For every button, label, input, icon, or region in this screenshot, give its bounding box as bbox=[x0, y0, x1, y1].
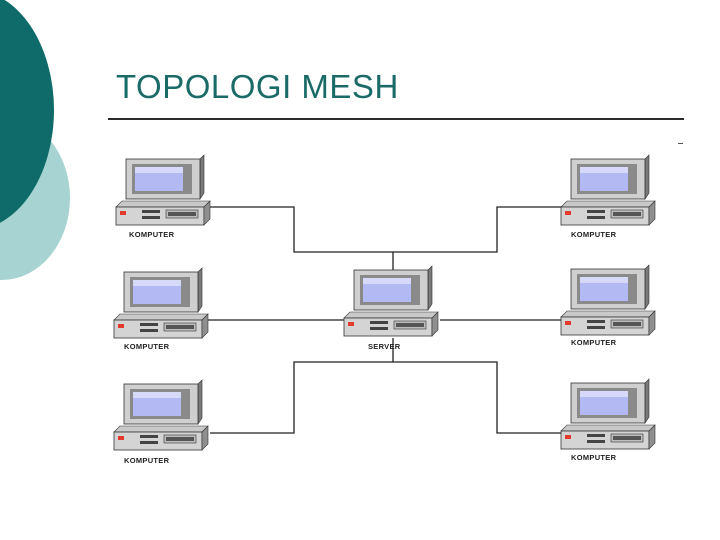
link-top-left bbox=[207, 206, 394, 270]
computer-node-top-right bbox=[560, 154, 656, 226]
link-bottom-right bbox=[393, 361, 563, 434]
computer-node-mid-left bbox=[113, 267, 209, 339]
computer-node-bottom-left bbox=[113, 379, 209, 451]
title-divider bbox=[108, 118, 684, 120]
network-links bbox=[207, 206, 563, 434]
label-bottom-left: KOMPUTER bbox=[124, 456, 170, 465]
link-bottom-left bbox=[210, 338, 394, 434]
computer-node-bottom-right bbox=[560, 378, 656, 450]
computer-node-mid-right bbox=[560, 264, 656, 336]
label-mid-left: KOMPUTER bbox=[124, 342, 170, 351]
computer-node-top-left bbox=[115, 154, 211, 226]
server-node bbox=[343, 265, 439, 337]
label-mid-right: KOMPUTER bbox=[571, 338, 617, 347]
label-server: SERVER bbox=[368, 342, 401, 351]
small-mark bbox=[678, 143, 683, 144]
label-top-left: KOMPUTER bbox=[129, 230, 175, 239]
dark-teal-circle bbox=[0, 0, 54, 223]
label-top-right: KOMPUTER bbox=[571, 230, 617, 239]
slide-title: TOPOLOGI MESH bbox=[116, 68, 399, 105]
link-top-right bbox=[393, 206, 563, 253]
label-bottom-right: KOMPUTER bbox=[571, 453, 617, 462]
